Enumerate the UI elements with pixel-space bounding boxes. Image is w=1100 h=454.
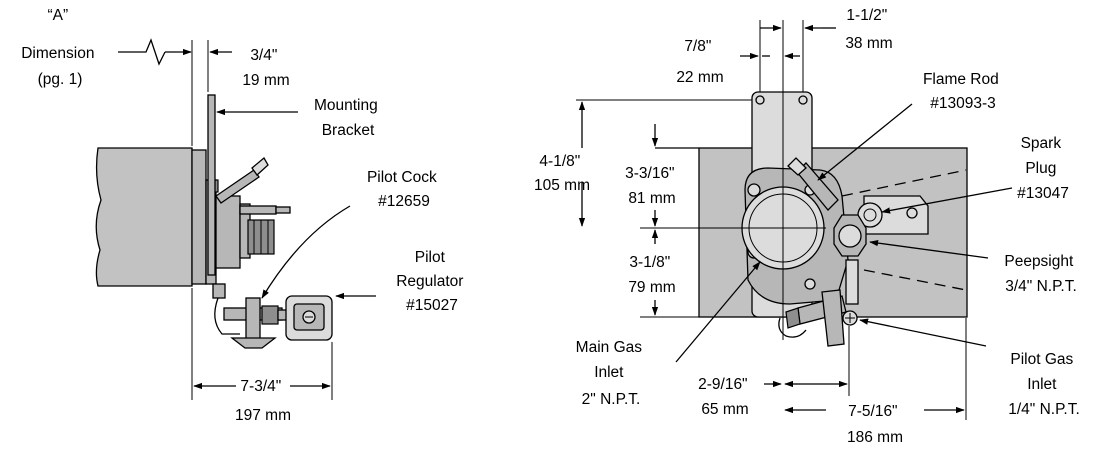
callout-leaders (675, 103, 1013, 363)
flame-rod-part (787, 157, 839, 211)
right-view: 1-1/2" 38 mm 7/8" 22 mm Flame Rod #13093… (534, 7, 1080, 446)
left-view: “A” Dimension (pg. 1) 3/4" 19 mm Mountin… (21, 7, 468, 424)
offset-dimension-label: 7/8" 22 mm (676, 38, 723, 86)
inlet-dimension-label: 2-9/16" 65 mm (698, 376, 752, 418)
a-dimension-line (118, 38, 232, 146)
pilot-cock-leader (261, 205, 351, 299)
a-dimension-label: “A” Dimension (pg. 1) (21, 7, 99, 88)
furnace-wall-side (95, 147, 193, 287)
pilot-regulator-label: Pilot Regulator #15027 (396, 249, 468, 314)
width-dimension-label: 7-5/16" 186 mm (847, 403, 903, 446)
lower-dimension-label: 3-1/8" 79 mm (628, 254, 675, 296)
mounting-bracket-part (207, 94, 216, 276)
burner-body-side (191, 149, 291, 285)
height-dimension-label: 4-1/8" 105 mm (534, 153, 590, 194)
peepsight-label: Peepsight 3/4" N.P.T. (1004, 253, 1077, 295)
depth-dimension-label: 7-3/4" 197 mm (235, 378, 291, 424)
spark-plug-part (857, 195, 929, 235)
pilot-assembly-side (212, 283, 333, 349)
pilot-cock-label: Pilot Cock #12659 (367, 169, 441, 210)
inlet-dimension (764, 326, 850, 396)
pilot-gas-assembly-front (778, 259, 859, 347)
spark-plug-label: Spark Plug #13047 (1017, 135, 1069, 202)
bracket-dimension-label: 3/4" 19 mm (242, 47, 289, 89)
main-gas-inlet-label: Main Gas Inlet 2" N.P.T. (576, 339, 647, 408)
flame-rod-label: Flame Rod #13093-3 (923, 71, 1003, 112)
top-dimension-label: 1-1/2" 38 mm (845, 7, 892, 52)
pilot-gas-inlet-label: Pilot Gas Inlet 1/4" N.P.T. (1008, 351, 1080, 418)
peepsight-part (833, 214, 867, 257)
burner-body-front (741, 167, 849, 305)
reference-lines (576, 20, 967, 340)
mounting-bracket-label: Mounting Bracket (314, 97, 382, 139)
width-dimension (784, 318, 967, 420)
depth-dimension-line (191, 288, 333, 400)
upper-dimension (651, 124, 699, 227)
upper-dimension-label: 3-3/16" 81 mm (625, 165, 679, 207)
